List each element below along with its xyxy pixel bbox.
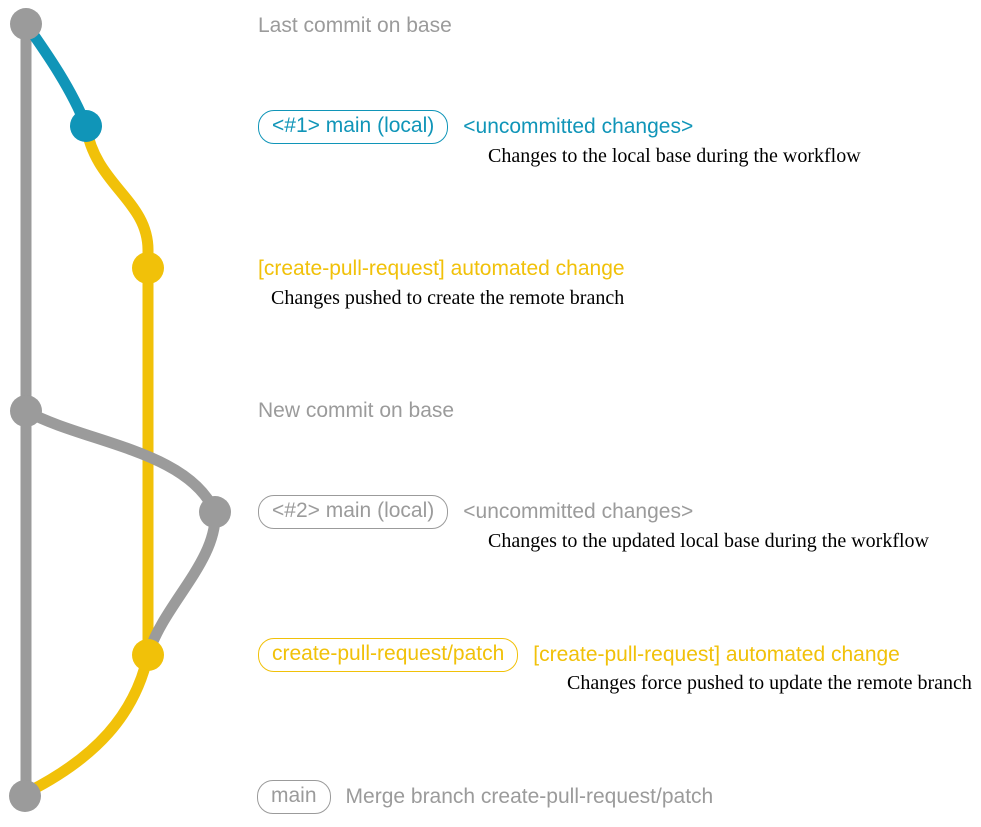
- commit-message: <uncommitted changes>: [463, 115, 694, 138]
- commit-note: Changes to the updated local base during…: [488, 530, 929, 552]
- branch-label-create-pull-request-patch: create-pull-request/patch: [258, 638, 519, 672]
- commit-row-uncommitted-changes-2: <#2> main (local) <uncommitted changes>: [258, 495, 693, 529]
- commit-row-new-commit-on-base: New commit on base: [258, 394, 454, 428]
- commit-dot-last-commit-on-base: [10, 8, 42, 40]
- commit-message: [create-pull-request] automated change: [533, 643, 900, 666]
- local-main-2-branch-line: [20, 405, 221, 658]
- commit-message: New commit on base: [258, 399, 455, 422]
- commit-note: Changes force pushed to update the remot…: [567, 672, 972, 694]
- local-main-1-branch-line: [20, 18, 92, 132]
- commit-dot-new-commit-on-base: [10, 395, 42, 427]
- commit-dot-merge-branch: [9, 780, 41, 812]
- commit-message: Merge branch create-pull-request/patch: [345, 785, 714, 808]
- branch-label-main-local-1: <#1> main (local): [258, 110, 449, 144]
- commit-dot-uncommitted-changes-1: [70, 110, 102, 142]
- commit-dot-automated-change-2: [132, 639, 164, 671]
- create-pull-request-patch-branch-line: [22, 120, 154, 798]
- commit-note: Changes pushed to create the remote bran…: [271, 287, 625, 309]
- commit-row-last-commit-on-base: Last commit on base: [258, 9, 452, 43]
- commit-message: [create-pull-request] automated change: [258, 257, 625, 280]
- commit-row-automated-change-2: create-pull-request/patch [create-pull-r…: [258, 638, 900, 672]
- commit-dot-automated-change-1: [132, 252, 164, 284]
- commit-row-uncommitted-changes-1: <#1> main (local) <uncommitted changes>: [258, 110, 693, 144]
- commit-dot-uncommitted-changes-2: [199, 496, 231, 528]
- commit-message: <uncommitted changes>: [463, 500, 694, 523]
- commit-row-automated-change-1: [create-pull-request] automated change: [258, 252, 625, 286]
- commit-note: Changes to the local base during the wor…: [488, 145, 861, 167]
- commit-message: Last commit on base: [258, 14, 452, 37]
- branch-label-main-local-2: <#2> main (local): [258, 495, 449, 529]
- branch-label-main: main: [257, 780, 331, 814]
- commit-row-merge-branch: main Merge branch create-pull-request/pa…: [257, 780, 713, 814]
